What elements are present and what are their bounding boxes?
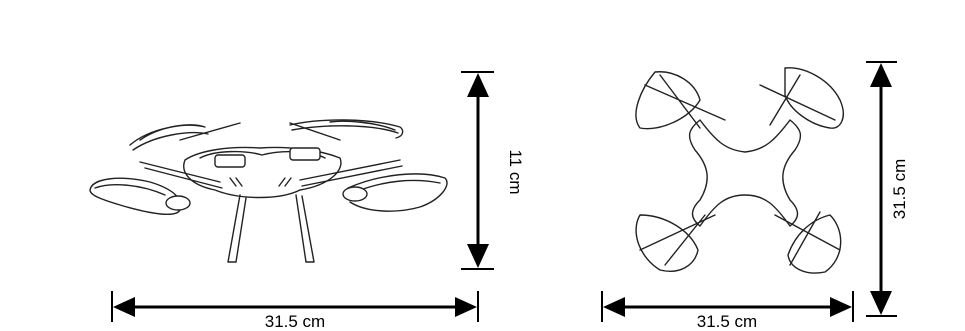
side-width-dimension-arrow [111,291,479,322]
top-width-label: 31.5 cm [697,312,757,331]
top-depth-dimension-arrow [866,61,897,317]
side-height-dimension-arrow [461,71,494,270]
side-height-label: 11 cm [506,149,525,194]
side-width-label: 31.5 cm [265,312,325,331]
top-width-dimension-arrow [601,291,854,322]
side-view-drone-illustration [89,119,448,263]
top-view-drone-illustration [635,67,844,274]
top-depth-label: 31.5 cm [890,159,909,219]
